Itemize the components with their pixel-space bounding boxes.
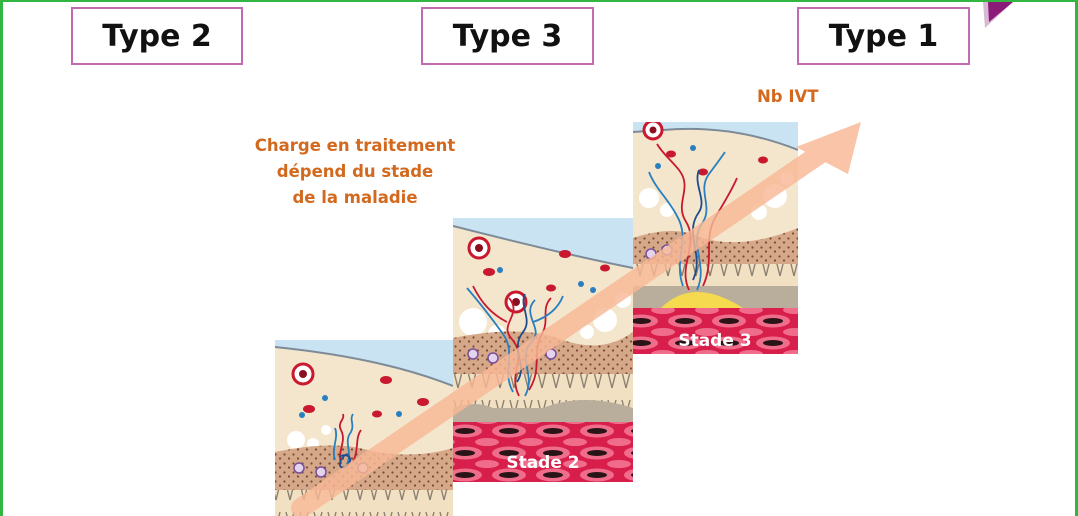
type-3-label: Type 3 xyxy=(452,18,563,54)
treatment-label-line-2: dépend du stade xyxy=(276,162,434,181)
treatment-label-line-1: Charge en traitement xyxy=(254,136,456,155)
stage-2-label: Stade 2 xyxy=(506,453,579,473)
type-3-box: Type 3 xyxy=(421,7,594,65)
corner-accent-triangle xyxy=(983,2,1013,28)
type-1-box: Type 1 xyxy=(797,7,970,65)
retina-stage-diagram: Stade 2 Stade 3 xyxy=(275,122,861,516)
stage-1-panel xyxy=(275,340,453,516)
type-1-label: Type 1 xyxy=(828,18,939,54)
nb-ivt-label: Nb IVT xyxy=(757,87,819,106)
stage-3-panel xyxy=(633,122,798,354)
type-2-box: Type 2 xyxy=(71,7,243,65)
type-2-label: Type 2 xyxy=(102,18,212,54)
treatment-burden-label: Charge en traitement dépend du stade de … xyxy=(231,133,479,211)
stage-3-neovessels xyxy=(648,143,738,291)
stage-3-label: Stade 3 xyxy=(678,331,751,351)
progression-arrow xyxy=(291,122,861,516)
treatment-label-line-3: de la maladie xyxy=(292,188,418,207)
